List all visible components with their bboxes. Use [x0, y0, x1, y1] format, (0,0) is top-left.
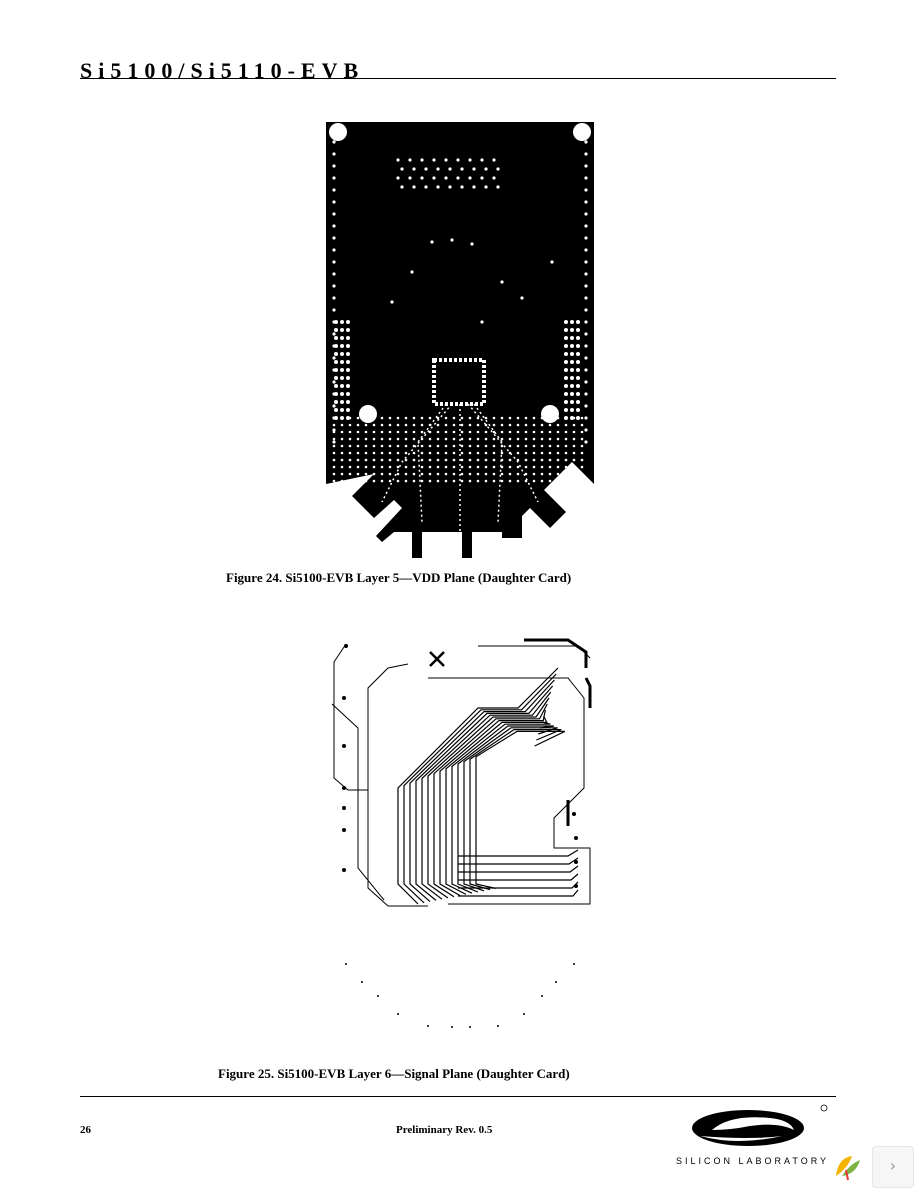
logo-text: SILICON LABORATORY [676, 1156, 830, 1166]
silicon-labs-logo [692, 1104, 828, 1146]
page-header-title: Si5100/Si5110-EVB [80, 58, 365, 83]
page-number: 26 [80, 1124, 91, 1136]
figure-25-signal-plane [331, 638, 592, 1028]
figure-24-caption: Figure 24. Si5100-EVB Layer 5—VDD Plane … [226, 570, 572, 585]
header-rule [80, 78, 836, 79]
leaf-icon[interactable] [828, 1146, 868, 1186]
chevron-right-icon[interactable]: › [872, 1146, 914, 1188]
figure-24-vdd-plane [326, 122, 594, 558]
footer-rule [80, 1096, 836, 1097]
revision-label: Preliminary Rev. 0.5 [396, 1124, 493, 1136]
figure-25-caption: Figure 25. Si5100-EVB Layer 6—Signal Pla… [218, 1066, 570, 1081]
